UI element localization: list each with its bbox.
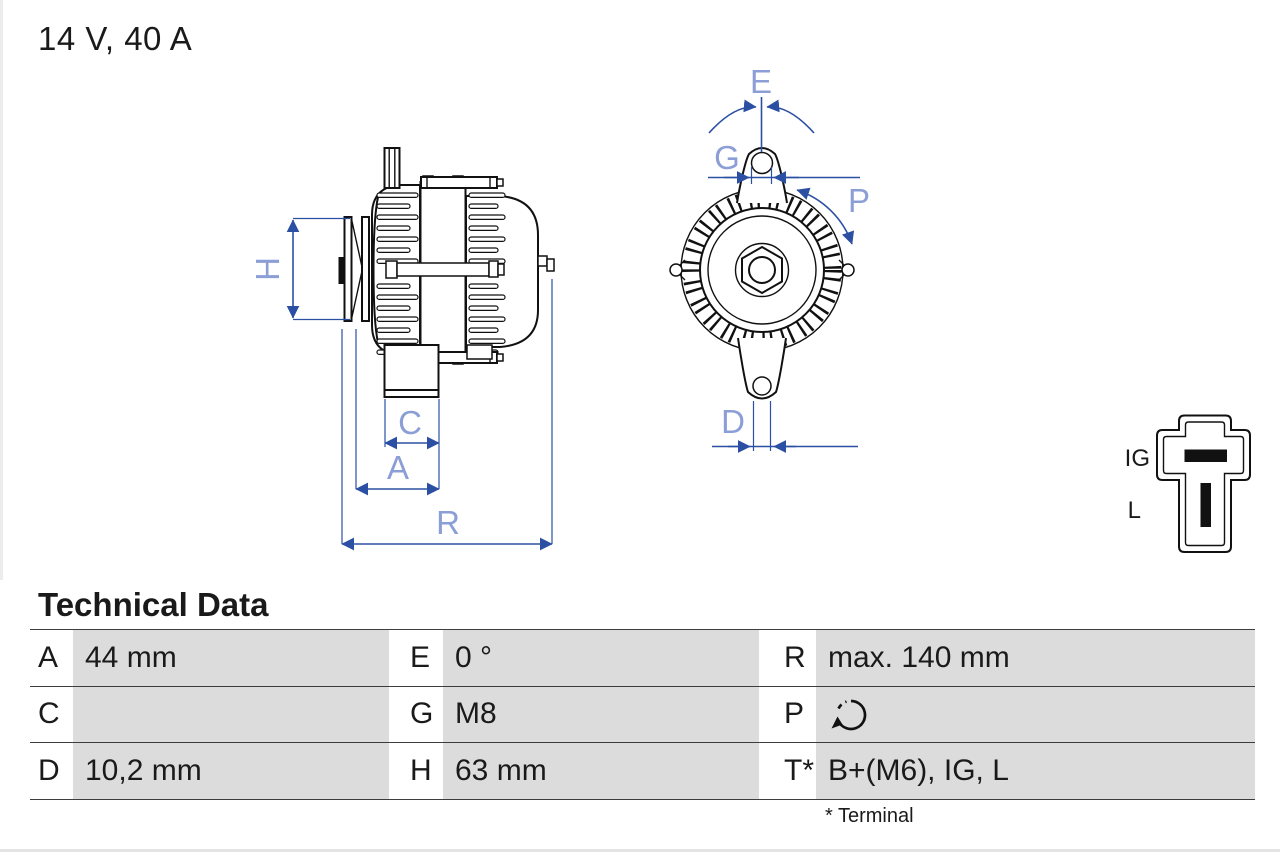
- dim-label-a: A: [387, 449, 409, 486]
- spec-value-h: 63 mm: [443, 743, 759, 799]
- dim-label-g: G: [714, 139, 740, 176]
- spec-value-e: 0 °: [443, 630, 759, 686]
- spec-label-p: P: [759, 686, 816, 742]
- spec-value-t: B+(M6), IG, L: [816, 743, 1255, 799]
- cooling-slot-ring: [682, 190, 842, 350]
- spec-label-e: E: [389, 630, 443, 686]
- alternator-side-view: [338, 147, 555, 398]
- terminal-stud: [537, 255, 548, 267]
- terminal-l-pin: [1200, 483, 1211, 527]
- spec-value-g: M8: [443, 686, 759, 742]
- terminal-ig-pin: [1184, 449, 1227, 462]
- dim-label-p: P: [848, 182, 870, 219]
- shaft-end: [338, 257, 345, 284]
- alternator-front-view: [669, 147, 855, 400]
- spec-label-t: T*: [759, 743, 816, 799]
- spec-label-a: A: [30, 630, 73, 686]
- spec-value-c: [73, 686, 389, 742]
- spec-label-h: H: [389, 743, 443, 799]
- technical-data-section: Technical Data A 44 mm E 0 ° R max. 140 …: [30, 585, 1255, 828]
- technical-data-heading: Technical Data: [38, 586, 269, 623]
- spec-label-g: G: [389, 686, 443, 742]
- terminal-l-label: L: [1128, 497, 1141, 524]
- spec-label-r: R: [759, 630, 816, 686]
- terminal-footnote: * Terminal: [825, 804, 914, 827]
- technical-data-table: A 44 mm E 0 ° R max. 140 mm C G M8 P D 1…: [30, 629, 1255, 800]
- spec-label-d: D: [30, 743, 73, 799]
- dim-label-c: C: [398, 404, 422, 441]
- page-title: 14 V, 40 A: [38, 20, 193, 57]
- page-bottom-edge: [0, 849, 1280, 852]
- shaft-nut: [741, 245, 783, 295]
- spec-value-a: 44 mm: [73, 630, 389, 686]
- dim-label-r: R: [436, 504, 460, 541]
- connector-pinout-diagram: IG L: [1125, 414, 1251, 553]
- rotation-direction-icon: [831, 699, 867, 731]
- terminal-ig-label: IG: [1125, 445, 1150, 472]
- dim-label-d: D: [721, 403, 745, 440]
- front-view-dimensions: E G P D: [708, 63, 870, 453]
- dim-label-h: H: [249, 257, 286, 281]
- alternator-technical-drawing: H C A R E G P: [249, 63, 1251, 553]
- spec-value-d: 10,2 mm: [73, 743, 389, 799]
- table-row: D 10,2 mm H 63 mm T* B+(M6), IG, L: [30, 742, 1255, 799]
- spec-value-p: [816, 686, 1255, 742]
- spec-label-c: C: [30, 686, 73, 742]
- side-view-dimensions: H C A R: [249, 217, 553, 551]
- dim-label-e: E: [750, 63, 772, 100]
- table-row: A 44 mm E 0 ° R max. 140 mm: [30, 630, 1255, 686]
- page-left-edge: [0, 0, 3, 580]
- table-row: C G M8 P: [30, 685, 1255, 742]
- spec-value-r: max. 140 mm: [816, 630, 1255, 686]
